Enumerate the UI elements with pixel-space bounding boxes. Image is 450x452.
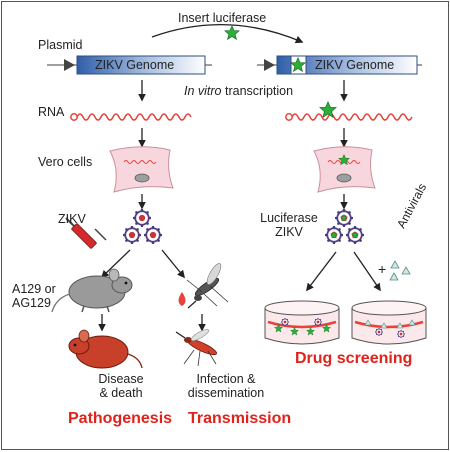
blood-drop-icon bbox=[178, 292, 186, 306]
pathogenesis-title: Pathogenesis bbox=[68, 410, 173, 427]
syringe-icon bbox=[65, 217, 107, 249]
antiviral-compounds bbox=[389, 260, 411, 281]
luciferase-virions-right bbox=[325, 209, 364, 244]
gray-mouse-icon bbox=[51, 268, 133, 313]
disease-death-label: Disease & death bbox=[98, 372, 144, 400]
plasmid-right bbox=[257, 55, 422, 75]
zikv-virions-left bbox=[123, 209, 162, 244]
vero-cells-label: Vero cells bbox=[38, 155, 93, 169]
insert-arrow bbox=[151, 23, 304, 44]
diseased-mouse-icon bbox=[68, 329, 143, 369]
rna-left bbox=[70, 113, 192, 121]
transcription-label: In vitro transcription bbox=[184, 84, 294, 98]
plasmid-label: Plasmid bbox=[38, 38, 83, 52]
mouse-strain-label: A129 or AG129 bbox=[12, 282, 56, 310]
rna-right bbox=[285, 101, 413, 121]
genome-label-left: ZIKV Genome bbox=[95, 58, 175, 72]
zikv-label: ZIKV bbox=[58, 212, 86, 226]
rna-star-icon bbox=[319, 101, 337, 118]
insert-luciferase-label: Insert luciferase bbox=[178, 11, 267, 25]
transmission-title: Transmission bbox=[188, 410, 292, 427]
drug-screening-title: Drug screening bbox=[295, 350, 413, 367]
genome-label-right: ZIKV Genome bbox=[315, 58, 395, 72]
infected-mosquito-icon bbox=[175, 329, 217, 367]
luciferase-star-icon bbox=[224, 25, 240, 40]
plus-sign: + bbox=[378, 261, 387, 277]
luciferase-zikv-label: Luciferase ZIKV bbox=[260, 211, 318, 239]
culture-dish-left bbox=[264, 300, 340, 345]
rna-label: RNA bbox=[38, 105, 65, 119]
culture-dish-right bbox=[351, 300, 427, 345]
vero-cell-right bbox=[313, 146, 376, 193]
mosquito-icon bbox=[186, 263, 229, 309]
vero-cell-left bbox=[109, 146, 174, 193]
plasmid-left bbox=[47, 55, 212, 75]
infection-dissemination-label: Infection & dissemination bbox=[187, 372, 265, 400]
